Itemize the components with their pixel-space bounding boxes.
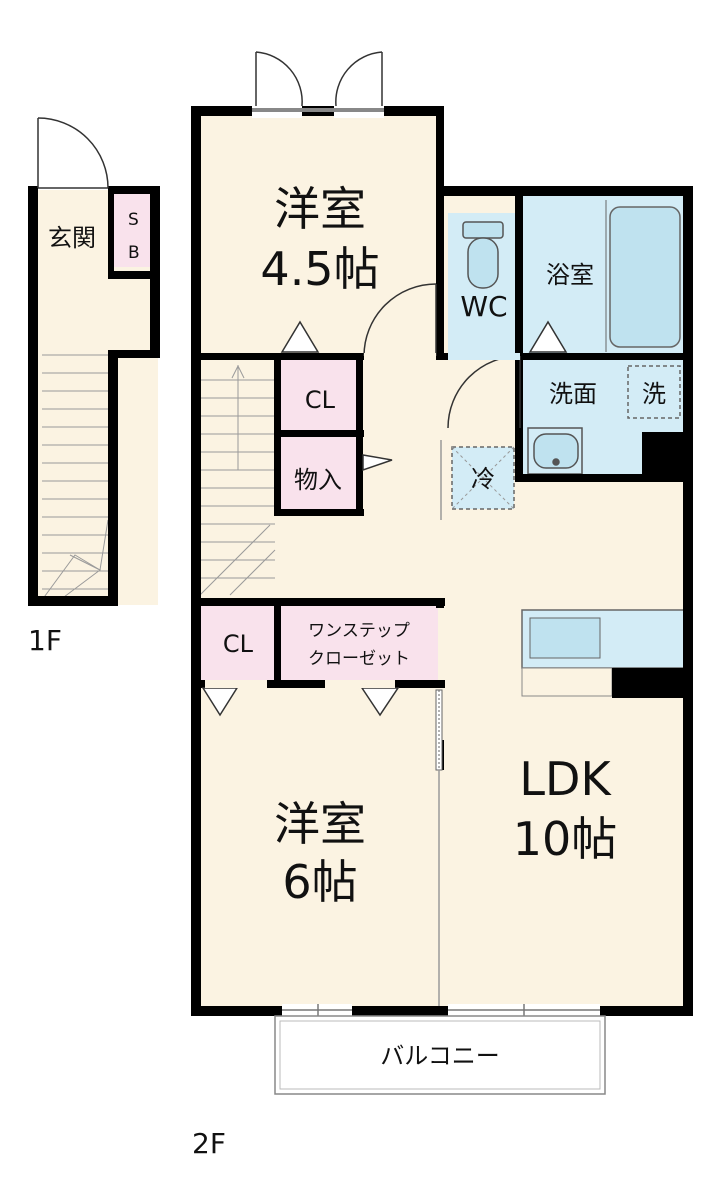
closet-lower-label: CL: [223, 630, 254, 658]
closet-upper-area: [280, 358, 358, 433]
washer-space: [627, 365, 681, 419]
western-6-name: 洋室: [274, 797, 366, 851]
washroom-label: 洗面: [549, 380, 597, 408]
washer-label: 洗: [642, 380, 666, 408]
balcony-window-frames: [282, 1004, 600, 1018]
one-step-closet-area: [280, 605, 438, 680]
sliding-door-bedroom[interactable]: [435, 440, 443, 1006]
stairs-1f: [41, 354, 109, 601]
balcony-inner: [279, 1020, 601, 1090]
fridge-label: 冷: [471, 465, 495, 493]
walls-1f: [28, 186, 160, 606]
kitchen-counter: [521, 609, 685, 697]
fridge-space: [451, 446, 515, 510]
column-kitchen: [612, 668, 690, 698]
top-french-door[interactable]: [255, 51, 383, 107]
storage-label: 物入: [294, 466, 342, 494]
opening-washroom: [448, 353, 520, 360]
opening-one-step: [325, 680, 395, 688]
floor-label-1f: 1F: [28, 624, 62, 657]
window-top-frame: [252, 108, 384, 112]
opening-closet-lower: [205, 680, 267, 688]
first-floor: 玄関 S B: [28, 117, 160, 606]
floor-label-2f: 2F: [192, 1127, 226, 1160]
west-floor: [195, 112, 443, 1012]
western-4-5-size: 4.5帖: [260, 242, 379, 296]
balcony-label: バルコニー: [380, 1042, 500, 1070]
western-6-size: 6帖: [282, 855, 357, 909]
ldk-size: 10帖: [513, 812, 618, 866]
window-balcony-left: [282, 1004, 352, 1018]
second-floor: [191, 51, 693, 1095]
ldk-name: LDK: [519, 752, 612, 806]
one-step-closet-line1: ワンステップ: [308, 621, 410, 641]
opening-4-5: [364, 353, 436, 360]
one-step-closet-line2: クローゼット: [308, 649, 410, 669]
shoe-box-label-b: B: [128, 243, 140, 263]
shoe-box-label-s: S: [128, 210, 139, 230]
closet-lower-area: [200, 605, 275, 680]
western-4-5-name: 洋室: [274, 182, 366, 236]
toilet-fixture: [462, 221, 504, 289]
closet-door-markers: [201, 320, 568, 717]
bathtub: [609, 206, 681, 348]
stairs-2f: [199, 364, 276, 596]
interior-walls: [195, 112, 690, 770]
entrance-label: 玄関: [48, 224, 96, 252]
closet-upper-label: CL: [305, 386, 336, 414]
column-washroom: [642, 432, 690, 480]
bath-label: 浴室: [546, 261, 594, 289]
entrance-door[interactable]: [37, 117, 109, 189]
shoe-box: [113, 193, 155, 267]
storage-area: [280, 436, 358, 514]
balcony: [274, 1015, 606, 1095]
wc-label: WC: [460, 290, 507, 323]
door-western-4-5: [363, 283, 437, 357]
washbasin: [527, 427, 583, 475]
